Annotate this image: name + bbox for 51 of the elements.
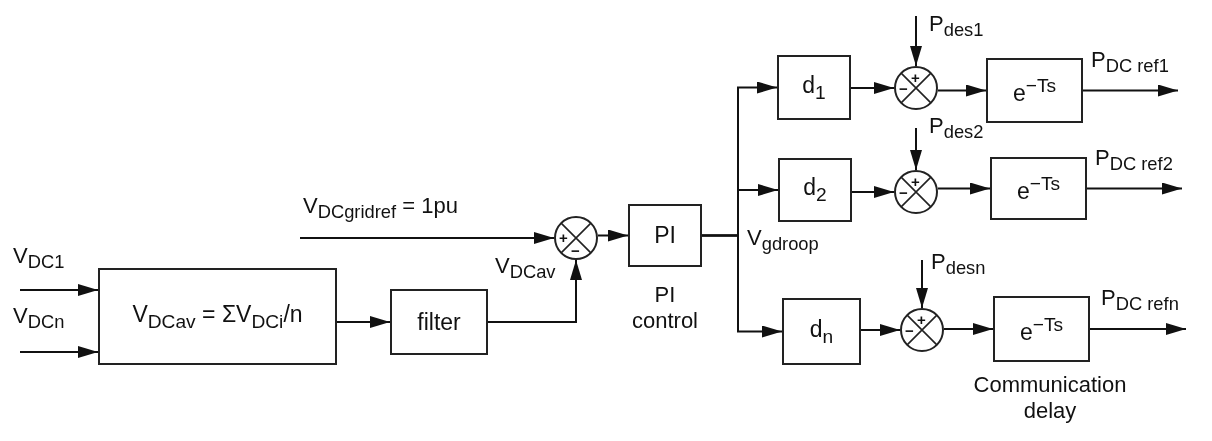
signal-arrow — [701, 234, 783, 338]
signal-arrow — [19, 346, 99, 358]
block-box — [390, 289, 488, 355]
block-caption: Communication delay — [972, 372, 1128, 425]
block-label: e$^{−Ts}$ — [1016, 174, 1061, 203]
summing-junction — [894, 170, 938, 214]
sign-label: + — [559, 230, 568, 245]
summing-junction — [894, 66, 938, 110]
signal-arrow — [597, 229, 629, 242]
signal-arrow — [910, 15, 922, 67]
block-label: d$_{n}$ — [809, 317, 834, 346]
block-label: d$_{1}$ — [802, 73, 826, 102]
summing-junction — [554, 216, 598, 260]
block-label: filter — [417, 310, 461, 334]
block-box — [990, 157, 1087, 220]
block-box — [777, 55, 851, 120]
sign-label: − — [571, 243, 580, 258]
signal-arrow — [916, 259, 928, 309]
block-box — [778, 158, 852, 222]
sign-label: − — [899, 81, 908, 96]
signal-arrow — [487, 259, 582, 323]
block-caption: PI control — [630, 282, 699, 335]
block-label: PI — [654, 224, 676, 247]
block-label: e$^{−Ts}$ — [1012, 76, 1057, 105]
signal-arrow — [910, 127, 922, 171]
signal-arrow — [19, 284, 99, 296]
sign-label: + — [911, 174, 920, 189]
signal-arrow — [860, 324, 901, 336]
signal-arrow — [1089, 323, 1187, 335]
block-label: V$_{DCav}$ = ΣV$_{DCi}$/n — [132, 302, 303, 331]
signal-arrow — [1086, 182, 1183, 195]
block-box — [782, 298, 861, 365]
signal-arrow — [850, 82, 895, 94]
signal-arrow — [299, 232, 555, 244]
signal-arrow — [851, 186, 895, 198]
summing-junction — [900, 308, 944, 352]
block-label: d$_{2}$ — [803, 176, 827, 204]
block-box — [98, 268, 337, 365]
sign-label: − — [905, 323, 914, 338]
block-box — [993, 296, 1090, 362]
block-label: e$^{−Ts}$ — [1019, 314, 1064, 344]
block-box — [986, 58, 1083, 123]
sign-label: − — [899, 185, 908, 200]
signal-arrow — [1082, 84, 1179, 97]
signal-arrow — [937, 182, 991, 195]
signal-arrow — [937, 84, 987, 97]
signal-arrow — [336, 316, 391, 328]
block-box — [628, 204, 702, 267]
sign-label: + — [917, 312, 926, 327]
sign-label: + — [911, 70, 920, 85]
signal-arrow — [943, 323, 994, 335]
